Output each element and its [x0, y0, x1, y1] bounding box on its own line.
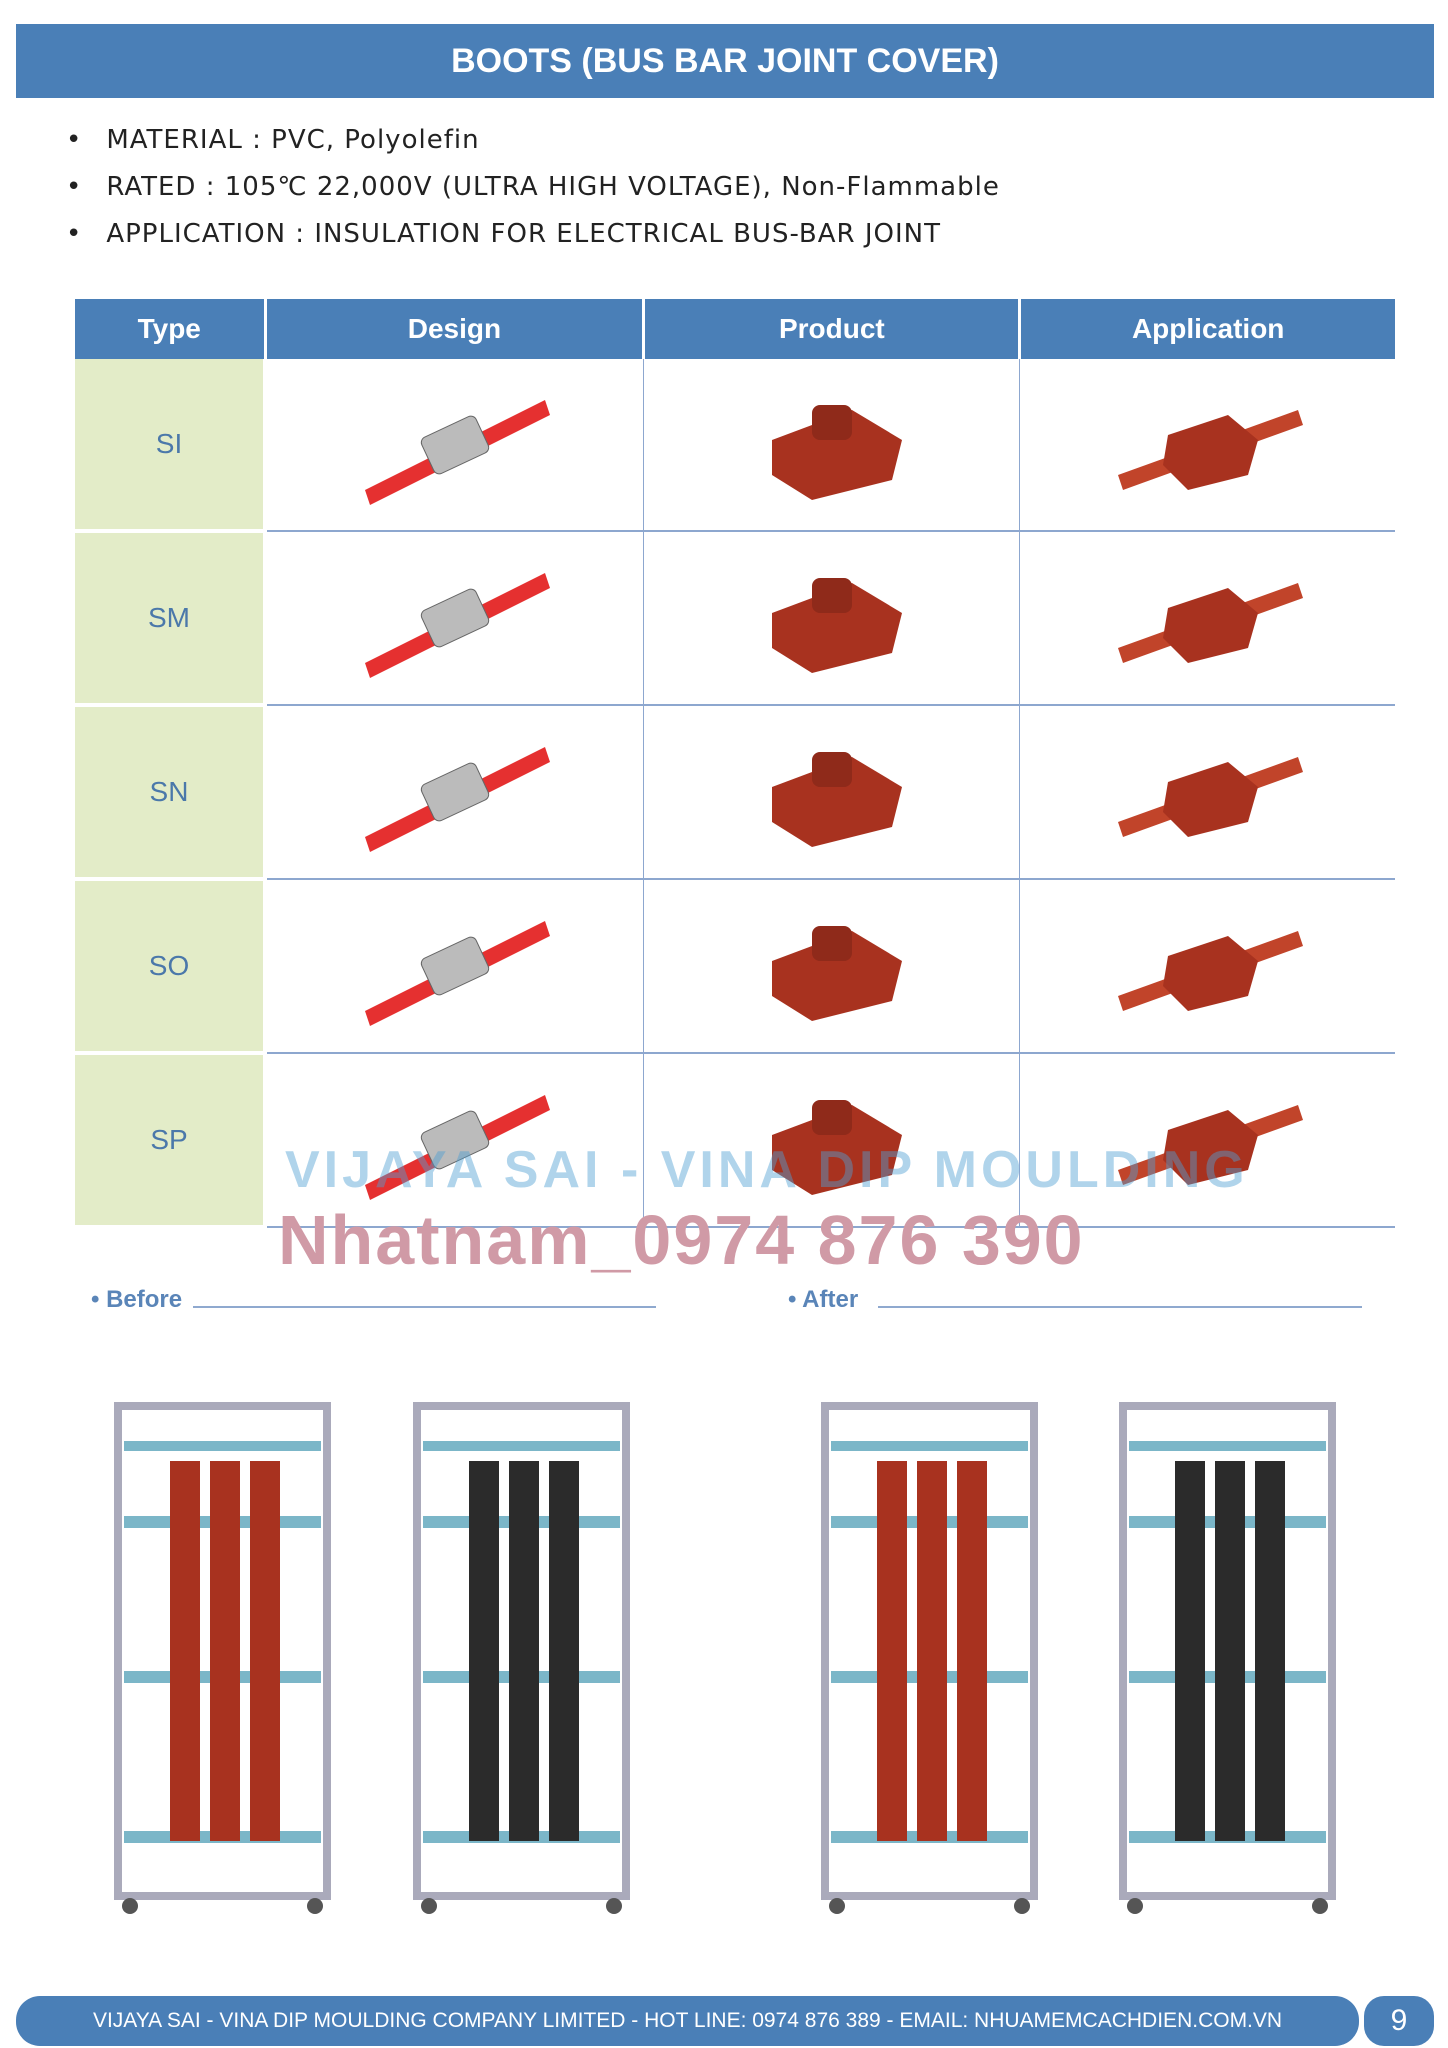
- page-number: 9: [1364, 1996, 1434, 2046]
- table-row: SN: [75, 705, 1395, 881]
- table-row: SO: [75, 879, 1395, 1055]
- page-title: BOOTS (BUS BAR JOINT COVER): [16, 24, 1434, 98]
- after-divider: [878, 1306, 1362, 1308]
- spec-rated: RATED : 105℃ 22,000V (ULTRA HIGH VOLTAGE…: [66, 163, 1000, 210]
- application-image: [1019, 359, 1395, 532]
- type-cell: SP: [75, 1053, 267, 1229]
- col-type: Type: [75, 299, 267, 359]
- design-image: [265, 879, 645, 1054]
- application-image: [1019, 1053, 1395, 1228]
- design-image: [265, 1053, 645, 1228]
- application-image: [1019, 531, 1395, 706]
- spec-application: APPLICATION : INSULATION FOR ELECTRICAL …: [66, 210, 1000, 257]
- table-row: SI: [75, 359, 1395, 533]
- before-switchgear-image: [110, 1401, 335, 1923]
- after-label: • After: [788, 1286, 859, 1313]
- product-image: [643, 879, 1021, 1054]
- application-image: [1019, 879, 1395, 1054]
- product-image: [643, 1053, 1021, 1228]
- product-image: [643, 705, 1021, 880]
- col-product: Product: [643, 299, 1022, 359]
- type-cell: SO: [75, 879, 267, 1055]
- table-row: SM: [75, 531, 1395, 707]
- type-cell: SI: [75, 359, 267, 533]
- product-table: Type Design Product Application SI SM SN…: [75, 299, 1395, 1229]
- application-image: [1019, 705, 1395, 880]
- after-switchgear-image: [817, 1401, 1042, 1923]
- company-watermark: VIJAYA SAI - VINA DIP MOULDING: [285, 1141, 1249, 1199]
- before-switchgear-image: [409, 1401, 634, 1923]
- col-design: Design: [265, 299, 646, 359]
- type-cell: SN: [75, 705, 267, 881]
- col-application: Application: [1019, 299, 1395, 359]
- before-divider: [193, 1306, 656, 1308]
- spec-list: MATERIAL : PVC, Polyolefin RATED : 105℃ …: [66, 116, 1000, 257]
- type-cell: SM: [75, 531, 267, 707]
- contact-watermark: Nhatnam_0974 876 390: [278, 1201, 1085, 1279]
- after-switchgear-image: [1115, 1401, 1340, 1923]
- table-row: SP: [75, 1053, 1395, 1229]
- footer-contact: VIJAYA SAI - VINA DIP MOULDING COMPANY L…: [16, 1996, 1359, 2046]
- design-image: [265, 359, 645, 532]
- design-image: [265, 531, 645, 706]
- design-image: [265, 705, 645, 880]
- spec-material: MATERIAL : PVC, Polyolefin: [66, 116, 1000, 163]
- product-image: [643, 531, 1021, 706]
- product-image: [643, 359, 1021, 532]
- before-label: • Before: [91, 1286, 183, 1313]
